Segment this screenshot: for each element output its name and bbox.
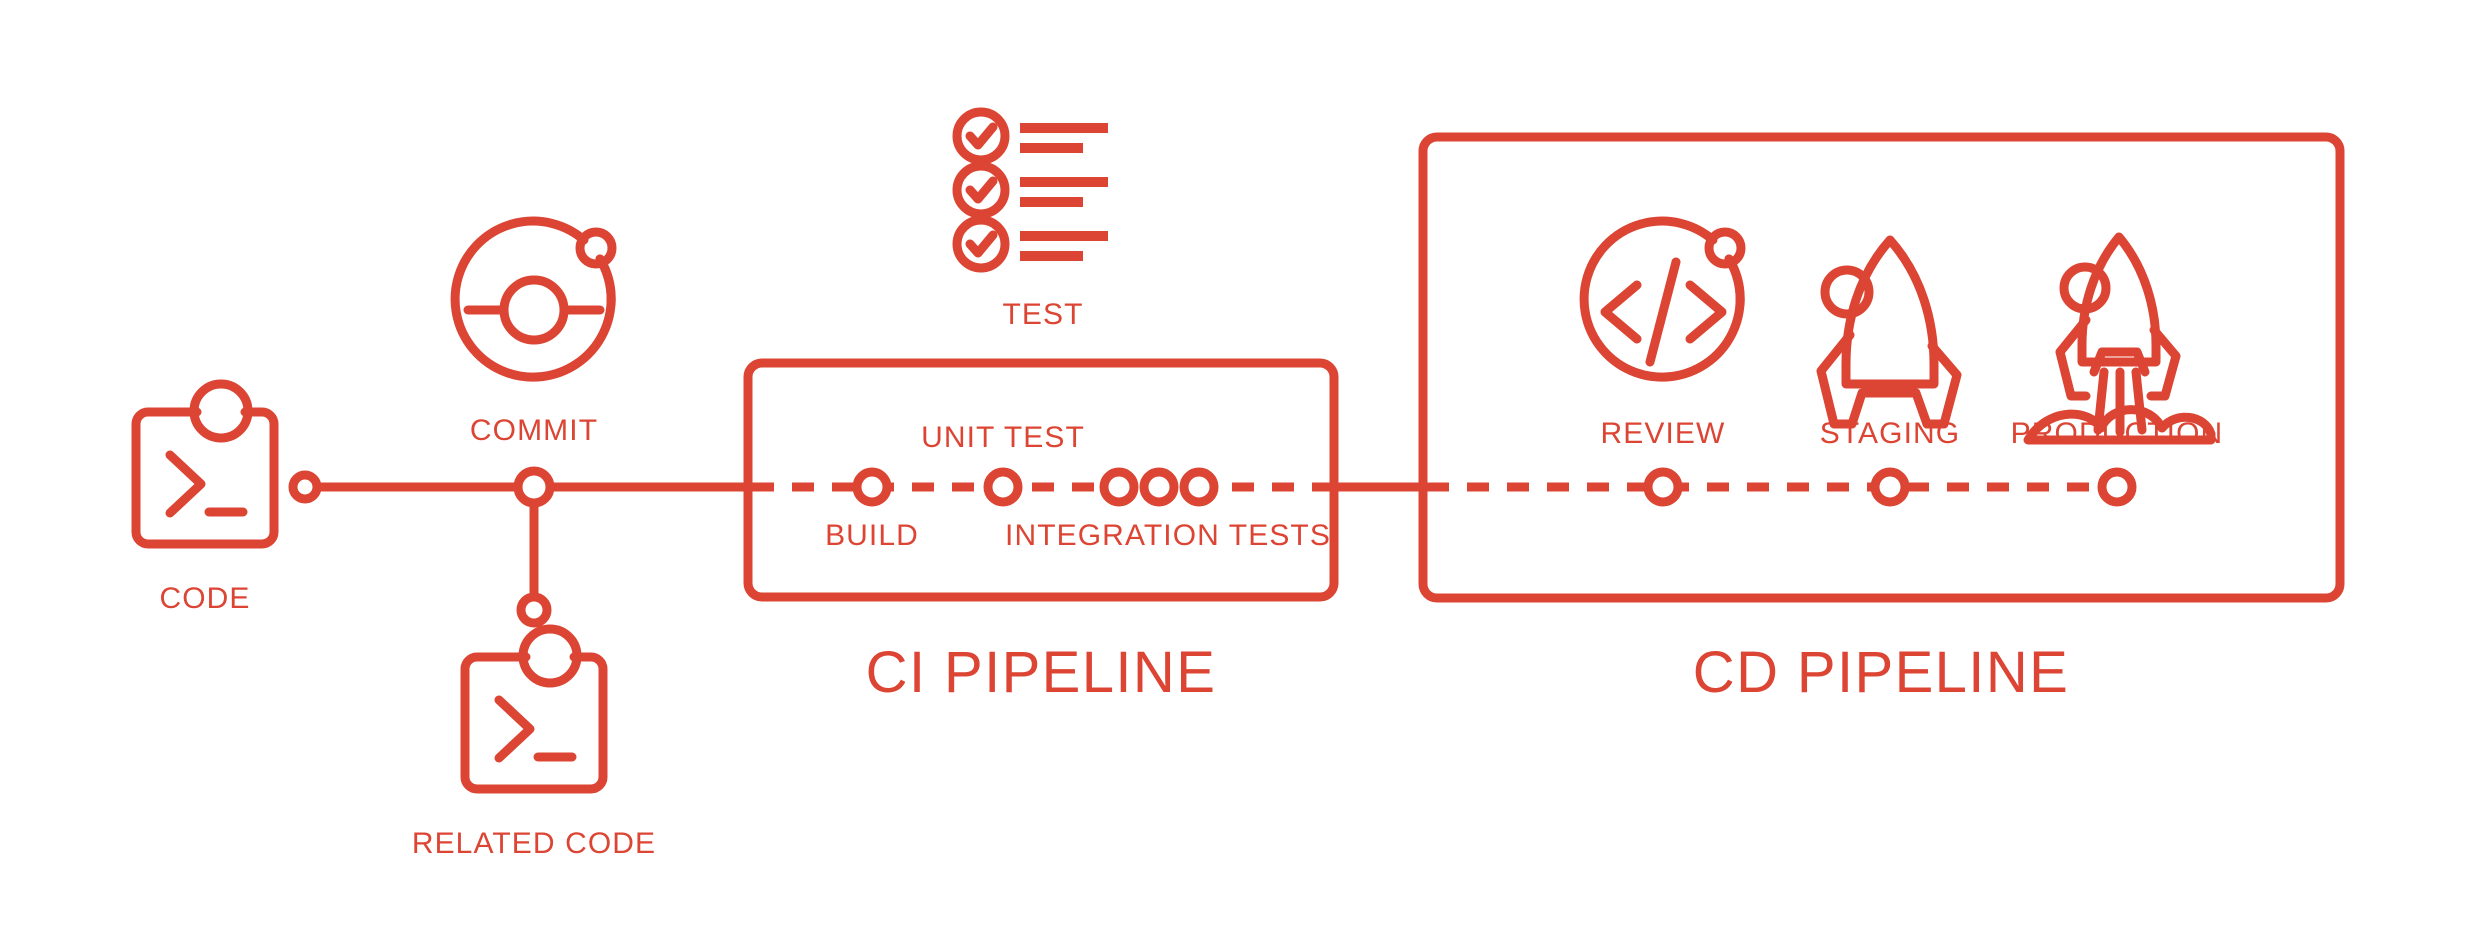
build-rail-node[interactable]	[852, 467, 892, 507]
review-icon-orbit-node	[1704, 227, 1746, 269]
review-icon-slash	[1645, 257, 1681, 367]
related-code-icon-chevron	[494, 695, 535, 763]
unit-test-rail-node[interactable]	[983, 467, 1023, 507]
rocket-launch-icon-smoke-cloud	[2023, 405, 2216, 445]
commit-icon-group	[450, 216, 617, 382]
integration-test-rail-node-3[interactable]	[1179, 467, 1219, 507]
staging-label: STAGING	[1820, 417, 1961, 450]
code-icon-clip-circle	[189, 379, 253, 443]
test-icon-checkmark-2	[965, 176, 998, 204]
production-rail-node[interactable]	[2097, 467, 2137, 507]
rocket-icon-base	[1847, 388, 1932, 429]
build-label: BUILD	[825, 519, 919, 552]
code-icon-group	[131, 379, 279, 549]
test-icon-check-circle-1	[952, 107, 1010, 165]
production-label: PRODUCTION	[2011, 417, 2224, 450]
cd-pipeline-group	[1418, 132, 2345, 603]
staging-icon-group	[1816, 235, 1962, 429]
review-icon-outer-arc	[1579, 216, 1745, 382]
rocket-launch-icon-body	[2077, 232, 2161, 367]
ci-pipeline-group	[743, 358, 1339, 602]
review-icon-bracket-right	[1685, 280, 1727, 344]
code-label: CODE	[159, 582, 250, 615]
review-rail-node[interactable]	[1643, 467, 1683, 507]
rocket-launch-icon-fin-left	[2055, 315, 2091, 401]
integration-test-rail-node-1[interactable]	[1099, 467, 1139, 507]
rocket-launch-icon-porthole	[2059, 262, 2111, 314]
related-code-rail-node[interactable]	[516, 592, 552, 628]
related-code-icon-group	[460, 624, 608, 794]
test-icon-check-circle-3	[952, 215, 1010, 273]
ci-pipeline-title: CI PIPELINE	[866, 640, 1217, 705]
test-label: TEST	[1002, 298, 1083, 331]
rocket-launch-icon-fin-right	[2146, 325, 2181, 401]
test-icon-checkmark-3	[965, 230, 998, 258]
commit-icon-center-node	[499, 275, 569, 345]
integration-tests-label: INTEGRATION TESTS	[1005, 519, 1331, 552]
rocket-icon-fin-right	[1922, 341, 1962, 429]
test-icon-group	[952, 107, 1108, 273]
staging-rail-node[interactable]	[1870, 467, 1910, 507]
related-code-label: RELATED CODE	[412, 827, 656, 860]
code-rail-node[interactable]	[288, 470, 322, 504]
code-icon-chevron	[165, 450, 206, 518]
ci-pipeline-box	[743, 358, 1339, 602]
review-icon-group	[1579, 216, 1746, 382]
terminal-code-icon	[131, 407, 279, 549]
unit-test-label: UNIT TEST	[921, 421, 1085, 454]
review-label: REVIEW	[1601, 417, 1726, 450]
rocket-icon-fin-left	[1816, 330, 1857, 429]
commit-icon-orbit-node	[575, 227, 617, 269]
integration-test-rail-node-2[interactable]	[1139, 467, 1179, 507]
production-icon-group	[2023, 232, 2216, 445]
rocket-icon-porthole	[1820, 265, 1874, 319]
rocket-launch-icon-base	[2089, 347, 2150, 377]
cd-pipeline-title: CD PIPELINE	[1693, 640, 2069, 705]
related-terminal-code-icon	[460, 652, 608, 794]
test-icon-checkmark-1	[965, 122, 998, 150]
rocket-launch-icon-flame-right	[2131, 367, 2147, 435]
commit-rail-node[interactable]	[513, 466, 555, 508]
cd-pipeline-box	[1418, 132, 2345, 603]
test-icon-check-circle-2	[952, 161, 1010, 219]
commit-label: COMMIT	[470, 414, 598, 447]
related-code-icon-clip-circle	[518, 624, 582, 688]
commit-icon-outer-arc	[450, 216, 616, 382]
review-icon-bracket-left	[1600, 280, 1642, 344]
